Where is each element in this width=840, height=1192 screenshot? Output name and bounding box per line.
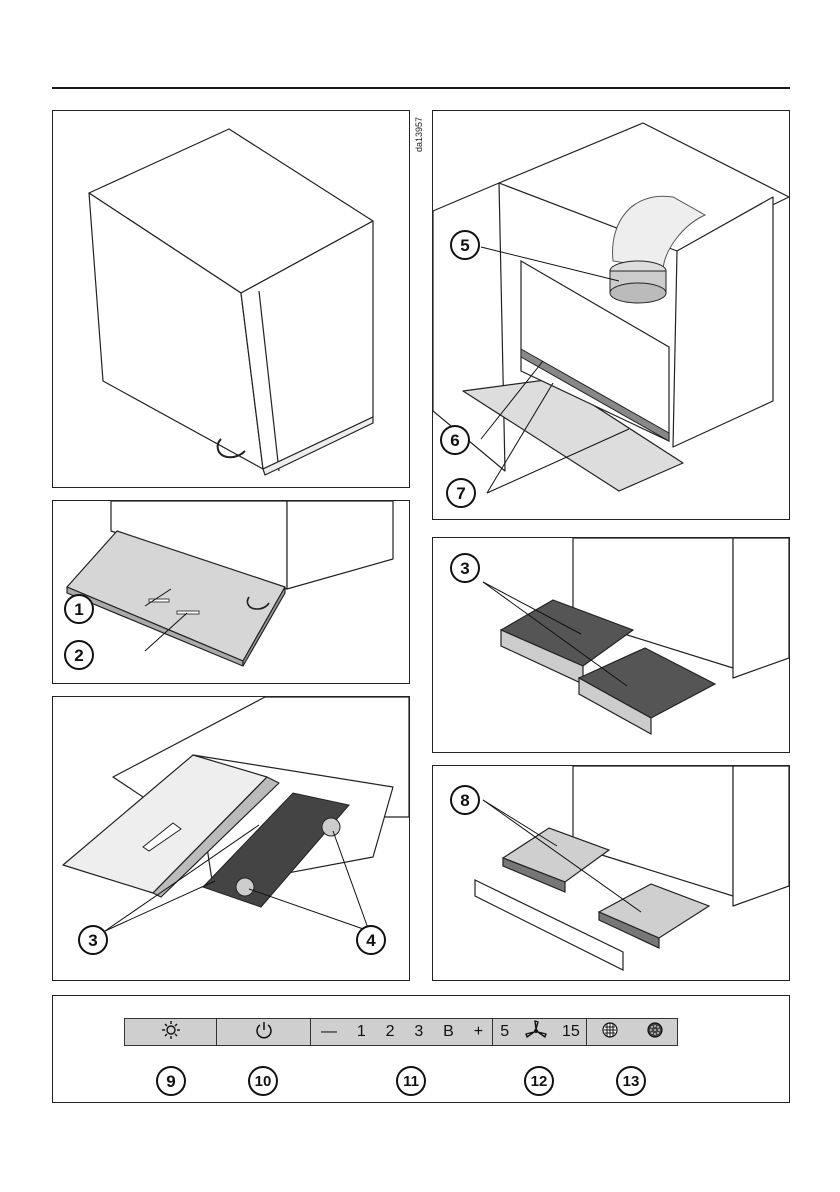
panel-hood-extended — [52, 500, 410, 684]
callout-10: 10 — [248, 1066, 278, 1096]
panel-duct-cutaway — [432, 110, 790, 520]
callout-7: 7 — [446, 478, 476, 508]
speed-level-1[interactable]: 1 — [357, 1023, 366, 1041]
callout-11: 11 — [396, 1066, 426, 1096]
speed-plus-button[interactable]: + — [474, 1023, 483, 1041]
callout-13: 13 — [616, 1066, 646, 1096]
grease-filters-removed-illustration — [433, 538, 790, 753]
timer-15-button[interactable]: 15 — [562, 1023, 580, 1041]
speed-level-2[interactable]: 2 — [386, 1023, 395, 1041]
speed-minus-button[interactable]: — — [321, 1023, 337, 1041]
callout-4: 4 — [356, 925, 386, 955]
grease-filter-icon — [602, 1022, 618, 1043]
callout-3-right: 3 — [450, 553, 480, 583]
fan-speed-controls: — 1 2 3 B + — [310, 1018, 494, 1046]
header-rule — [52, 87, 790, 89]
callout-6: 6 — [440, 425, 470, 455]
callout-3-left: 3 — [78, 925, 108, 955]
callout-5: 5 — [450, 230, 480, 260]
callout-12: 12 — [524, 1066, 554, 1096]
panel-cabinet-closed — [52, 110, 410, 488]
power-icon — [254, 1020, 274, 1045]
hood-extended-illustration — [53, 501, 410, 684]
odour-filter-icon — [647, 1022, 663, 1043]
fan-icon — [524, 1019, 548, 1046]
filter-indicators — [586, 1018, 678, 1046]
run-on-timer-controls: 5 15 — [492, 1018, 588, 1046]
timer-5-button[interactable]: 5 — [500, 1023, 509, 1041]
power-button[interactable] — [216, 1018, 312, 1046]
light-icon — [161, 1020, 181, 1045]
speed-level-3[interactable]: 3 — [414, 1023, 423, 1041]
cabinet-closed-illustration — [53, 111, 410, 488]
light-button[interactable] — [124, 1018, 218, 1046]
callout-9: 9 — [156, 1066, 186, 1096]
callout-8: 8 — [450, 785, 480, 815]
odour-filters-illustration — [433, 766, 790, 981]
callout-1: 1 — [64, 594, 94, 624]
figure-code: da13957 — [414, 112, 428, 152]
callout-2: 2 — [64, 640, 94, 670]
panel-grease-filters-removed — [432, 537, 790, 753]
speed-level-booster[interactable]: B — [443, 1023, 454, 1041]
panel-odour-filters — [432, 765, 790, 981]
duct-cutaway-illustration — [433, 111, 790, 520]
